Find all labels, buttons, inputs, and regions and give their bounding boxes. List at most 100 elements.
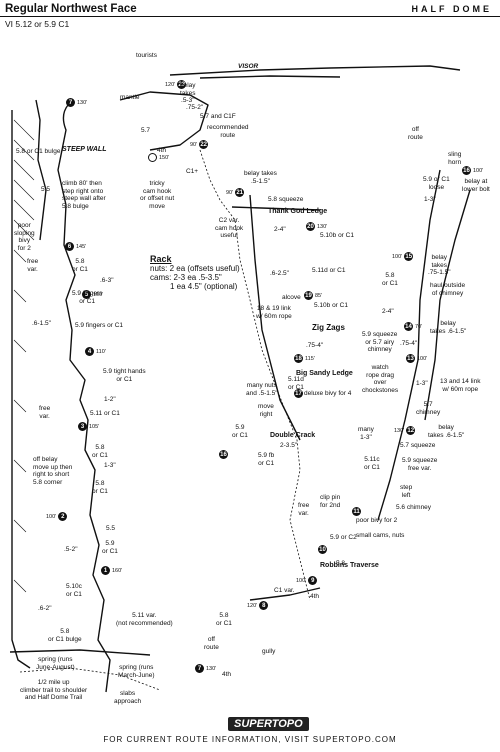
label: off route: [204, 636, 219, 651]
feature-mantle: mantle: [120, 94, 140, 101]
label: 4th: [157, 147, 167, 154]
label: 5.10b or C1: [320, 232, 354, 239]
traverse-ledge: [249, 587, 321, 601]
label: tricky cam hook or offset nut move: [140, 180, 175, 210]
label: sling horn: [448, 151, 462, 166]
pitch-length: 100': [46, 513, 57, 520]
label: 1-2": [104, 396, 116, 403]
pitch-17: 17: [294, 389, 305, 398]
label: 1/2 mile up climber trail to shoulder an…: [20, 679, 88, 701]
pitch-num: 18: [294, 354, 303, 363]
pitch-num: 19: [304, 291, 313, 300]
rack-box: Rack nuts: 2 ea (offsets useful) cams: 2…: [150, 255, 240, 292]
header-divider: [0, 16, 500, 17]
label: poor bivy for 2: [356, 517, 398, 524]
pitch-num: 15: [404, 252, 414, 261]
upper-dihedral: [249, 194, 301, 441]
label: 5.8 or C1: [92, 444, 108, 459]
label: C1+: [186, 168, 199, 175]
label: 5.9 or C2: [330, 534, 357, 541]
pitch-num: 16: [462, 166, 471, 175]
label: 5.9 or C1: [102, 540, 118, 555]
pitch-num: 10: [318, 545, 327, 554]
pitch-num: 5: [82, 290, 91, 299]
pitch-num: 7: [195, 664, 204, 673]
label: alcove: [282, 294, 301, 301]
label: 5.8 or C1: [92, 480, 108, 495]
label: 2-3.5": [280, 442, 298, 449]
label: 18 & 19 link w/ 60m rope: [256, 305, 292, 320]
supertopo-logo: SUPERTOPO: [228, 717, 309, 731]
feature-thank-god-ledge: Thank God Ledge: [268, 208, 328, 215]
pitch-num: 2: [58, 512, 68, 521]
label: 5.8 or C1 bulge: [48, 628, 82, 643]
rack-line-cams: cams: 2-3 ea .5-3.5": [150, 273, 222, 282]
feature-double-crack: Double Crack: [270, 432, 316, 439]
approach-trail: [19, 667, 161, 691]
label: 5.5: [106, 525, 116, 532]
feature-tourists: tourists: [136, 52, 157, 59]
label: off route: [408, 126, 423, 141]
left-wall-hatch: [13, 119, 35, 593]
visor-underside: [199, 75, 341, 79]
label: 5.10c or C1: [66, 583, 82, 598]
pitch-length: 130': [394, 427, 405, 434]
label: step left: [400, 484, 413, 499]
right-chimney: [377, 169, 441, 521]
label: 1-3": [416, 380, 428, 387]
pitch-num: 21: [235, 188, 245, 197]
label: free var.: [298, 502, 310, 517]
pitch-num: 3: [78, 422, 87, 431]
ledge-line: [231, 206, 321, 211]
label: 5.9 or C1: [232, 424, 248, 439]
summit-slab: [119, 91, 209, 151]
feature-big-sandy: Big Sandy Ledge: [296, 370, 353, 377]
label: 5.9 squeeze free var.: [402, 457, 438, 472]
label: climb 80' then step right onto steep wal…: [62, 180, 106, 210]
label: 5.7: [141, 127, 151, 134]
feature-visor: VISOR: [238, 63, 259, 70]
pitch-length: 105': [89, 423, 100, 430]
pitch-num: 20: [306, 222, 315, 231]
pitch-length: 110': [96, 348, 106, 355]
base-slab: [9, 649, 151, 656]
left-wall-line: [11, 110, 31, 669]
label: 5.11 var. (not recommended): [116, 612, 173, 627]
pitch-num: 7: [66, 98, 75, 107]
label: 5.8 or C1: [382, 272, 398, 287]
label: watch rope drag over chockstones: [362, 364, 399, 394]
pitch-length: 90': [190, 141, 198, 148]
label: 5.6 chimney: [396, 504, 432, 511]
label: 13 and 14 link w/ 60m rope: [440, 378, 481, 393]
label: 5.5: [41, 186, 51, 193]
label: deluxe bivy for 4: [304, 390, 352, 397]
label: belay takes .5-1.5": [244, 170, 277, 185]
label: spring (runs March-June): [118, 664, 155, 679]
label: .75-2": [186, 104, 204, 111]
label: .6-3": [100, 277, 114, 284]
label: belay takes .6-1.5": [428, 424, 465, 439]
pitch-num: 16: [219, 450, 228, 459]
feature-robbins-traverse: Robbins Traverse: [320, 562, 379, 569]
footer-text: FOR CURRENT ROUTE INFORMATION, VISIT SUP…: [103, 735, 397, 744]
label: 5.7 and C1F: [200, 113, 236, 120]
pitch-num: 11: [352, 507, 361, 516]
label: 2-4": [274, 226, 286, 233]
label: 4th: [310, 593, 320, 600]
label: 5.11c or C1: [364, 456, 380, 471]
pitch-length: 145': [76, 243, 87, 250]
label: .5-2": [64, 546, 78, 553]
pitch-length: 90': [226, 189, 234, 196]
lower-route-crack: [57, 104, 111, 693]
